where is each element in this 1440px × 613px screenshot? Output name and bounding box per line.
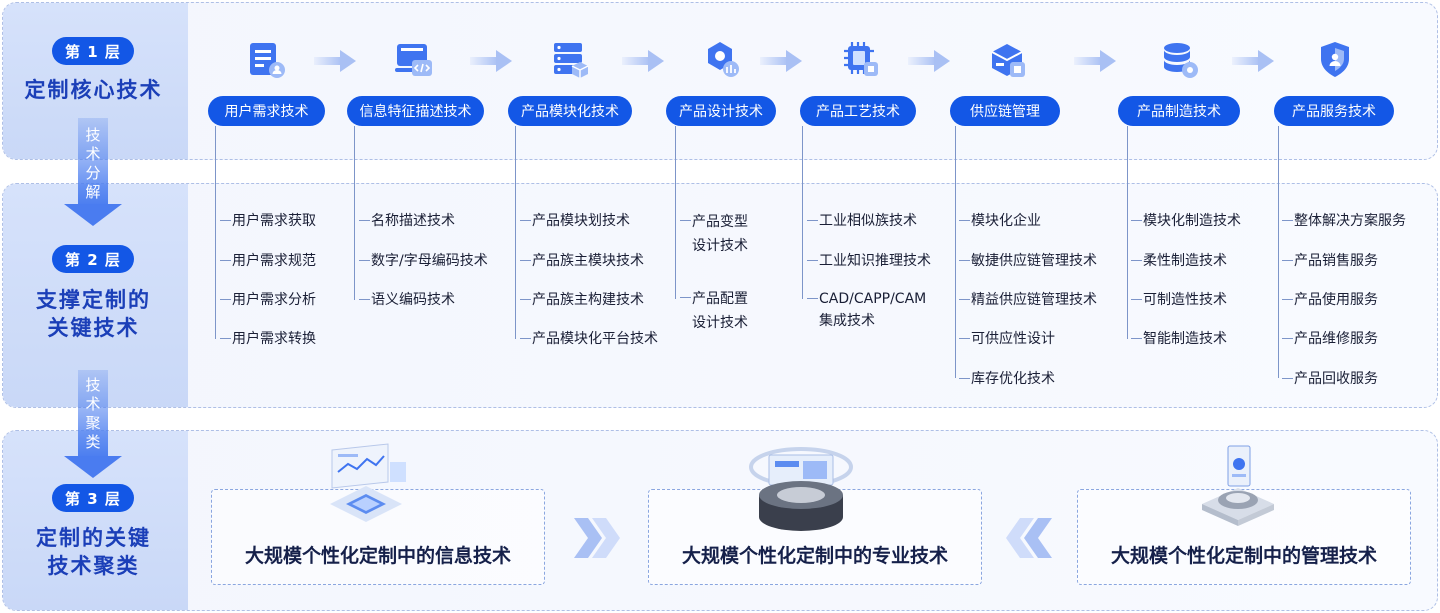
flow-arrow-1 — [314, 50, 358, 72]
layer-3-title-line-1: 定制的关键 — [36, 526, 151, 550]
category-pill-service: 产品服务技术 — [1274, 96, 1394, 126]
list-item: CAD/CAPP/CAM 集成技术 — [806, 288, 926, 332]
layer-1-title: 定制核心技术 — [24, 78, 163, 102]
connector-service — [1278, 126, 1279, 378]
list-item: 用户需求分析 — [220, 289, 316, 311]
list-item: 数字/字母编码技术 — [359, 250, 488, 272]
category-pill-info-description: 信息特征描述技术 — [347, 96, 484, 126]
clustering-char-3: 聚 — [85, 414, 101, 432]
server-module-icon — [554, 43, 589, 78]
category-pill-supply-chain: 供应链管理 — [950, 96, 1060, 126]
decomposition-char-3: 分 — [85, 164, 101, 182]
connector-process — [802, 126, 803, 299]
list-item: 产品族主构建技术 — [520, 289, 644, 311]
decomposition-char-4: 解 — [85, 183, 101, 201]
list-item: 库存优化技术 — [959, 368, 1055, 390]
connector-info-description — [354, 126, 355, 300]
document-user-icon — [250, 43, 285, 78]
category-pill-manufacturing: 产品制造技术 — [1118, 96, 1240, 126]
list-item: 用户需求规范 — [220, 250, 316, 272]
gear-tablet-illustration — [1202, 445, 1274, 526]
category-pill-process: 产品工艺技术 — [800, 96, 916, 126]
layer-1-badge: 第 1 层 — [52, 37, 134, 65]
flow-arrow-5 — [908, 50, 952, 72]
supply-box-icon — [991, 44, 1025, 77]
layer-2-badge: 第 2 层 — [52, 245, 134, 273]
layer-3-title-line-2: 技术聚类 — [47, 554, 140, 578]
shield-user-icon — [1321, 42, 1349, 77]
category-pill-product-design: 产品设计技术 — [666, 96, 776, 126]
list-item: 产品销售服务 — [1282, 250, 1378, 272]
list-item: 智能制造技术 — [1131, 328, 1227, 350]
layer-3-badge: 第 3 层 — [52, 484, 134, 512]
connector-modularization — [515, 126, 516, 339]
flow-arrow-3 — [622, 50, 666, 72]
layer-2-title-line-2: 关键技术 — [47, 316, 140, 340]
list-item: 语义编码技术 — [359, 289, 455, 311]
layer-2-panel — [2, 183, 1438, 408]
clustering-char-1: 技 — [85, 376, 101, 394]
list-item: 产品使用服务 — [1282, 289, 1378, 311]
layer-2-title-line-1: 支撑定制的 — [36, 288, 151, 312]
database-icon — [1164, 43, 1198, 78]
list-item: 模块化制造技术 — [1131, 210, 1241, 232]
list-item: 模块化企业 — [959, 210, 1041, 232]
list-item: 敏捷供应链管理技术 — [959, 250, 1097, 272]
chip-icon — [844, 42, 878, 76]
list-item: 工业相似族技术 — [807, 210, 917, 232]
chevron-right-icon — [574, 518, 620, 558]
flow-arrow-2 — [470, 50, 514, 72]
code-monitor-icon — [395, 44, 432, 76]
decomposition-char-2: 术 — [85, 145, 101, 163]
list-item: 产品模块化平台技术 — [520, 328, 658, 350]
clustering-char-2: 术 — [85, 395, 101, 413]
list-item: 产品维修服务 — [1282, 328, 1378, 350]
layer-1-panel — [2, 2, 1438, 160]
cluster-label-professional: 大规模个性化定制中的专业技术 — [681, 545, 948, 567]
flow-arrow-4 — [760, 50, 804, 72]
list-item: 可制造性技术 — [1131, 289, 1227, 311]
flow-arrow-6 — [1074, 50, 1118, 72]
list-item: 整体解决方案服务 — [1282, 210, 1406, 232]
category-pill-modularization: 产品模块化技术 — [508, 96, 632, 126]
list-item: 用户需求获取 — [220, 210, 316, 232]
list-item: 可供应性设计 — [959, 328, 1055, 350]
list-item: 产品配置 设计技术 — [680, 287, 748, 335]
list-item: 柔性制造技术 — [1131, 250, 1227, 272]
connector-manufacturing — [1127, 126, 1128, 339]
flow-arrow-7 — [1232, 50, 1276, 72]
dashboard-chip-illustration — [330, 443, 406, 522]
list-item: 用户需求转换 — [220, 328, 316, 350]
category-pill-user-requirements: 用户需求技术 — [208, 96, 325, 126]
decomposition-arrow: 技 术 分 解 — [64, 118, 122, 226]
decomposition-char-1: 技 — [85, 126, 101, 144]
list-item: 精益供应链管理技术 — [959, 289, 1097, 311]
cluster-label-management: 大规模个性化定制中的管理技术 — [1110, 545, 1377, 567]
list-item: 工业知识推理技术 — [807, 250, 931, 272]
clustering-arrow: 技 术 聚 类 — [64, 370, 122, 478]
clustering-char-4: 类 — [85, 433, 101, 451]
connector-supply-chain — [955, 126, 956, 378]
list-item: 名称描述技术 — [359, 210, 455, 232]
list-item: 产品变型 设计技术 — [680, 210, 748, 258]
chevron-left-icon — [1006, 518, 1052, 558]
connector-user-requirements — [215, 126, 216, 339]
cylinder-screens-illustration — [749, 447, 853, 531]
list-item: 产品模块划技术 — [520, 210, 630, 232]
design-gear-icon — [708, 42, 739, 77]
list-item: 产品回收服务 — [1282, 368, 1378, 390]
cluster-label-info: 大规模个性化定制中的信息技术 — [244, 545, 511, 567]
connector-product-design — [675, 126, 676, 299]
list-item: 产品族主模块技术 — [520, 250, 644, 272]
